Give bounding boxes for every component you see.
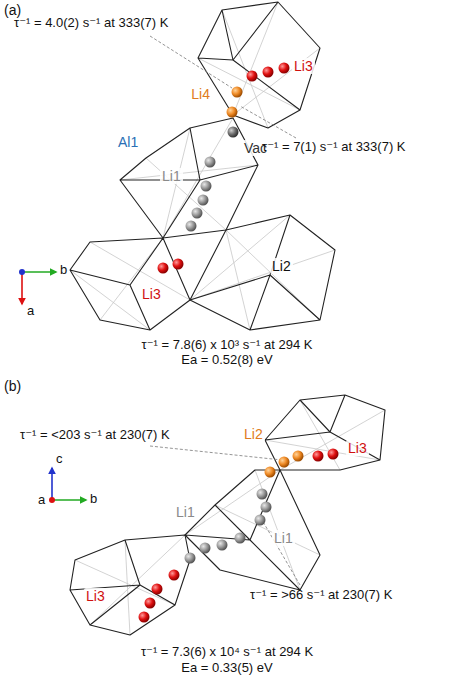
atom-sphere <box>247 71 258 82</box>
panel-label: (b) <box>4 378 21 394</box>
atom-sphere <box>186 221 197 232</box>
axis-label: c <box>56 452 63 467</box>
site-label: Li4 <box>189 86 212 102</box>
atom-sphere <box>279 457 290 468</box>
rate-annotation: τ⁻¹ = 7(1) s⁻¹ at 333(7) K <box>262 140 406 155</box>
rate-annotation: τ⁻¹ = 7.3(6) x 10⁴ s⁻¹ at 294 K <box>141 645 313 660</box>
axis-triad <box>19 269 86 503</box>
atom-sphere <box>185 553 196 564</box>
atom-sphere <box>263 67 274 78</box>
site-label: Li3 <box>292 58 315 74</box>
site-label: Li3 <box>84 588 107 604</box>
atom-sphere <box>235 533 246 544</box>
site-label: Li3 <box>346 440 369 456</box>
atom-sphere <box>198 195 209 206</box>
site-label: Al1 <box>116 134 140 150</box>
atom-sphere <box>139 612 150 623</box>
atom-sphere <box>232 87 243 98</box>
axis-label: a <box>38 493 45 508</box>
axis-label: b <box>90 492 97 507</box>
atom-sphere <box>217 540 228 551</box>
site-label: Li1 <box>174 504 197 520</box>
rate-annotation: τ⁻¹ = 4.0(2) s⁻¹ at 333(7) K <box>14 16 168 31</box>
rate-annotation: τ⁻¹ = >66 s⁻¹ at 230(7) K <box>250 588 392 603</box>
polyhedron-outline <box>70 2 335 330</box>
atom-sphere <box>261 502 272 513</box>
atom-sphere <box>293 451 304 462</box>
atom-sphere <box>313 451 324 462</box>
atom-sphere <box>205 157 216 168</box>
atom-sphere <box>169 570 180 581</box>
site-label: Li2 <box>242 426 265 442</box>
rate-annotation: Ea = 0.33(5) eV <box>181 661 272 676</box>
atom-sphere <box>152 584 163 595</box>
atom-sphere <box>228 127 239 138</box>
atom-sphere <box>158 263 169 274</box>
leader-line <box>150 36 300 585</box>
atom-sphere <box>265 467 276 478</box>
axis-label: b <box>60 263 67 278</box>
hidden-edges <box>70 2 335 330</box>
atom-sphere <box>145 598 156 609</box>
rate-annotation: Ea = 0.52(8) eV <box>181 353 272 368</box>
atom-sphere <box>201 181 212 192</box>
atom-sphere <box>200 543 211 554</box>
site-label: Li3 <box>140 286 163 302</box>
atom-sphere <box>328 449 339 460</box>
atom-sphere <box>227 107 238 118</box>
atom-sphere <box>173 259 184 270</box>
rate-annotation: τ⁻¹ = <203 s⁻¹ at 230(7) K <box>20 428 170 443</box>
atom-sphere <box>279 63 290 74</box>
site-label: Li1 <box>272 530 295 546</box>
atom-sphere <box>257 489 268 500</box>
axis-label: a <box>27 304 34 319</box>
rate-annotation: τ⁻¹ = 7.8(6) x 10³ s⁻¹ at 294 K <box>142 338 313 353</box>
site-label: Li2 <box>270 258 293 274</box>
site-label: Li1 <box>160 168 183 184</box>
atom-sphere <box>192 208 203 219</box>
atom-sphere <box>255 515 266 526</box>
